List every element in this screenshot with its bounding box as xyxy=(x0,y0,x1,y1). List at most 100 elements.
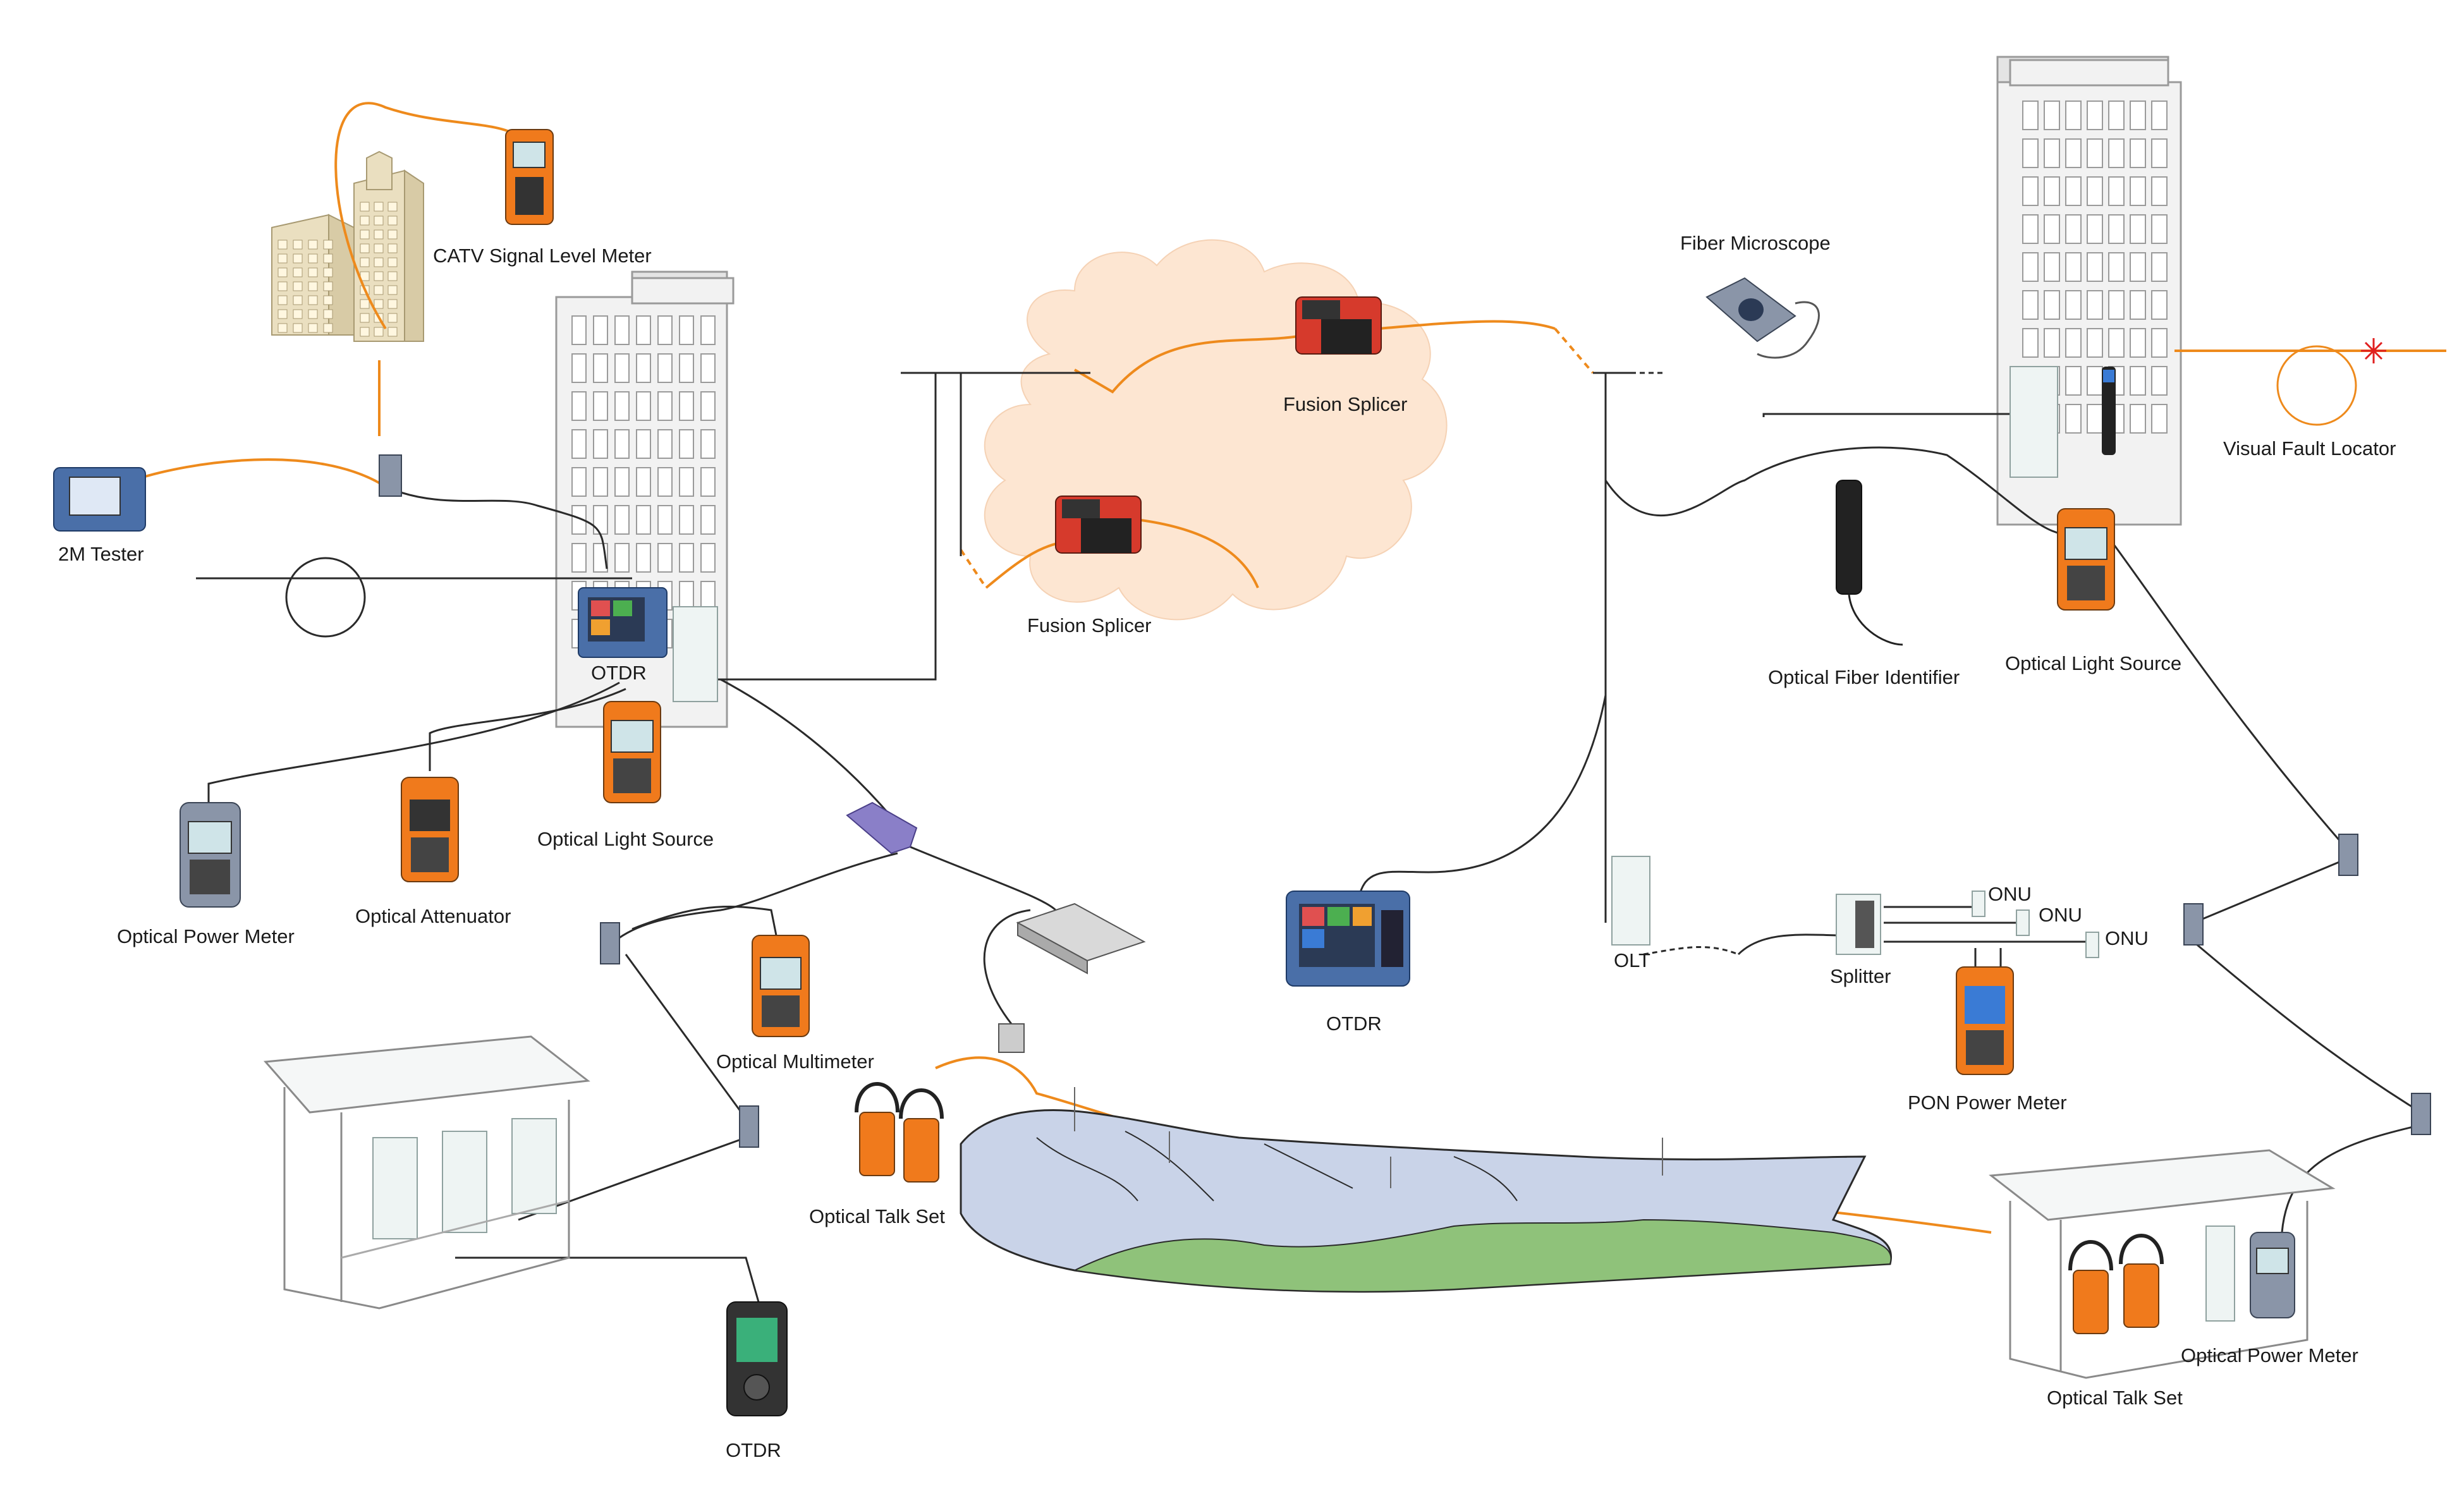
window xyxy=(2087,138,2103,168)
otdr-handheld-icon[interactable] xyxy=(726,1301,788,1416)
optical-fiber-identifier-icon[interactable] xyxy=(1836,480,1903,646)
window xyxy=(657,429,673,459)
window xyxy=(278,253,288,264)
window xyxy=(323,240,333,250)
window xyxy=(593,353,608,383)
window xyxy=(374,299,384,309)
window xyxy=(293,309,303,319)
visual-fault-locator-icon[interactable] xyxy=(2102,367,2116,455)
window xyxy=(374,271,384,281)
wire-closure-to-closure-2 xyxy=(2193,940,2422,1114)
window xyxy=(2022,138,2039,168)
window xyxy=(679,581,694,611)
window xyxy=(2044,290,2060,320)
window xyxy=(387,229,398,240)
window xyxy=(614,353,630,383)
window xyxy=(2044,138,2060,168)
optical-attenuator-icon[interactable] xyxy=(401,777,459,882)
label-otdr-handheld: OTDR xyxy=(726,1439,781,1461)
window xyxy=(636,543,651,573)
window xyxy=(360,299,370,309)
window xyxy=(323,323,333,333)
window xyxy=(636,315,651,345)
window xyxy=(2065,138,2082,168)
fusion-splicer-top-icon[interactable] xyxy=(1295,296,1382,355)
window xyxy=(323,295,333,305)
fiber-dashed-left xyxy=(960,549,987,589)
window xyxy=(278,309,288,319)
optical-power-meter-right-icon[interactable] xyxy=(2250,1232,2295,1318)
window xyxy=(374,327,384,337)
window xyxy=(308,323,318,333)
window xyxy=(2065,328,2082,358)
window xyxy=(593,391,608,421)
olt-icon[interactable] xyxy=(1611,856,1650,946)
odf-cabinet-right-icon xyxy=(2010,366,2058,478)
window xyxy=(2065,366,2082,396)
window xyxy=(2087,404,2103,434)
wire-microscope xyxy=(1762,413,2023,417)
otdr-center-icon[interactable] xyxy=(1286,891,1410,987)
optical-talk-set-left-icon[interactable] xyxy=(855,1082,944,1183)
label-optical-multimeter: Optical Multimeter xyxy=(716,1050,874,1073)
window xyxy=(308,281,318,291)
optical-multimeter-icon[interactable] xyxy=(752,935,810,1037)
window xyxy=(679,467,694,497)
window xyxy=(636,505,651,535)
window xyxy=(387,243,398,253)
window xyxy=(593,467,608,497)
catv-meter-icon[interactable] xyxy=(505,129,554,225)
window xyxy=(700,543,716,573)
splice-closure-icon xyxy=(379,454,402,497)
window xyxy=(614,505,630,535)
window xyxy=(2065,252,2082,282)
window xyxy=(2151,176,2168,206)
label-onu-1: ONU xyxy=(1988,883,2032,905)
window xyxy=(387,216,398,226)
window xyxy=(374,229,384,240)
window xyxy=(360,257,370,267)
label-optical-power-meter-left: Optical Power Meter xyxy=(117,925,295,947)
label-2m-tester: 2M Tester xyxy=(58,543,144,565)
window xyxy=(571,429,587,459)
splitter-icon[interactable] xyxy=(1836,894,1881,955)
fusion-splicer-bottom-icon[interactable] xyxy=(1055,496,1142,554)
window xyxy=(636,467,651,497)
window xyxy=(657,467,673,497)
label-splitter: Splitter xyxy=(1830,965,1891,987)
window xyxy=(308,267,318,277)
label-optical-fiber-identifier: Optical Fiber Identifier xyxy=(1768,666,1960,688)
otdr-building-icon[interactable] xyxy=(578,587,668,658)
window xyxy=(2087,100,2103,130)
window xyxy=(679,353,694,383)
optical-light-source-left-icon[interactable] xyxy=(603,701,661,803)
fiber-splicer-bottom-out xyxy=(1125,517,1259,588)
window xyxy=(360,243,370,253)
optical-talk-set-right-icon[interactable] xyxy=(2068,1234,2164,1334)
window xyxy=(657,315,673,345)
optical-power-meter-left-icon[interactable] xyxy=(180,802,241,908)
window xyxy=(2044,176,2060,206)
window xyxy=(571,353,587,383)
label-fusion-splicer-top: Fusion Splicer xyxy=(1283,393,1407,415)
wire-rack-to-box xyxy=(983,909,1031,1025)
fiber-microscope-icon[interactable] xyxy=(1705,277,1820,359)
window xyxy=(593,429,608,459)
connection-lines xyxy=(132,102,2446,1303)
label-optical-talk-set-left: Optical Talk Set xyxy=(809,1205,945,1227)
window xyxy=(2130,100,2146,130)
label-optical-power-meter-right: Optical Power Meter xyxy=(2181,1344,2358,1366)
window xyxy=(2065,176,2082,206)
label-optical-attenuator: Optical Attenuator xyxy=(355,905,511,927)
equipment-shelter-right xyxy=(1989,1149,2336,1379)
2m-tester-icon[interactable] xyxy=(53,467,146,532)
optical-light-source-right-icon[interactable] xyxy=(2057,508,2115,611)
wire-olt-splitter xyxy=(1737,933,1846,956)
window xyxy=(700,429,716,459)
window xyxy=(2130,328,2146,358)
window xyxy=(360,229,370,240)
wire-closure-to-shelter xyxy=(2281,1124,2422,1233)
pon-power-meter-icon[interactable] xyxy=(1956,966,2014,1075)
window xyxy=(2065,214,2082,244)
wire-ols-to-closure xyxy=(2085,508,2346,848)
